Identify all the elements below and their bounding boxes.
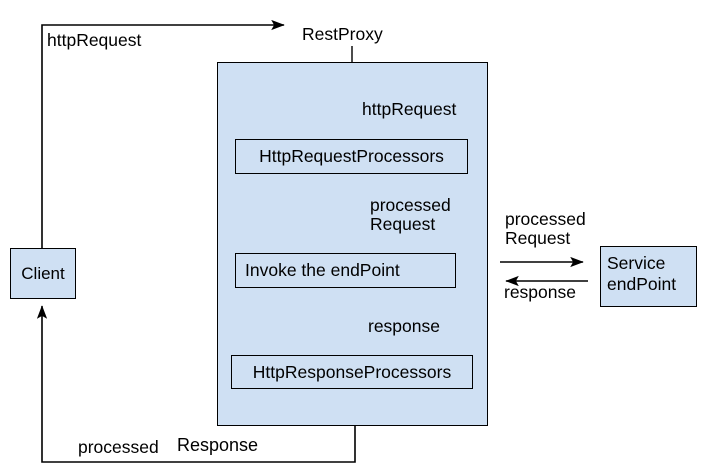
node-http-response-processors[interactable]: HttpResponseProcessors: [231, 355, 473, 389]
node-client-label: Client: [21, 263, 65, 283]
node-service-endpoint-line2: endPoint: [607, 274, 677, 295]
node-http-response-processors-label: HttpResponseProcessors: [252, 361, 452, 382]
edge-label-processed-response-word2: Response: [177, 435, 259, 455]
node-service-endpoint-line1: Service: [607, 253, 666, 273]
node-invoke-endpoint-label: Invoke the endPoint: [245, 260, 400, 281]
edge-label-http-request-inner: httpRequest: [362, 99, 457, 119]
node-invoke-endpoint[interactable]: Invoke the endPoint: [235, 253, 456, 288]
node-http-request-processors[interactable]: HttpRequestProcessors: [235, 139, 468, 174]
edge-label-response-inner: response: [368, 316, 440, 336]
node-http-request-processors-label: HttpRequestProcessors: [259, 146, 444, 167]
node-client[interactable]: Client: [10, 248, 76, 299]
edge-label-processed-request-inner-line1: processed: [370, 195, 451, 215]
edge-label-processed-response-word1: processed: [78, 437, 159, 457]
edge-label-response-external: response: [504, 282, 576, 302]
edge-label-http-request-top: httpRequest: [47, 30, 142, 50]
edge-label-processed-request-external-line2: Request: [505, 227, 571, 248]
label-restproxy: RestProxy: [302, 24, 383, 44]
edge-client-to-restproxy: [41, 19, 285, 248]
edge-label-processed-request-inner-line2: Request: [370, 213, 436, 234]
edge-label-processed-request-external-line1: processed: [505, 209, 586, 229]
